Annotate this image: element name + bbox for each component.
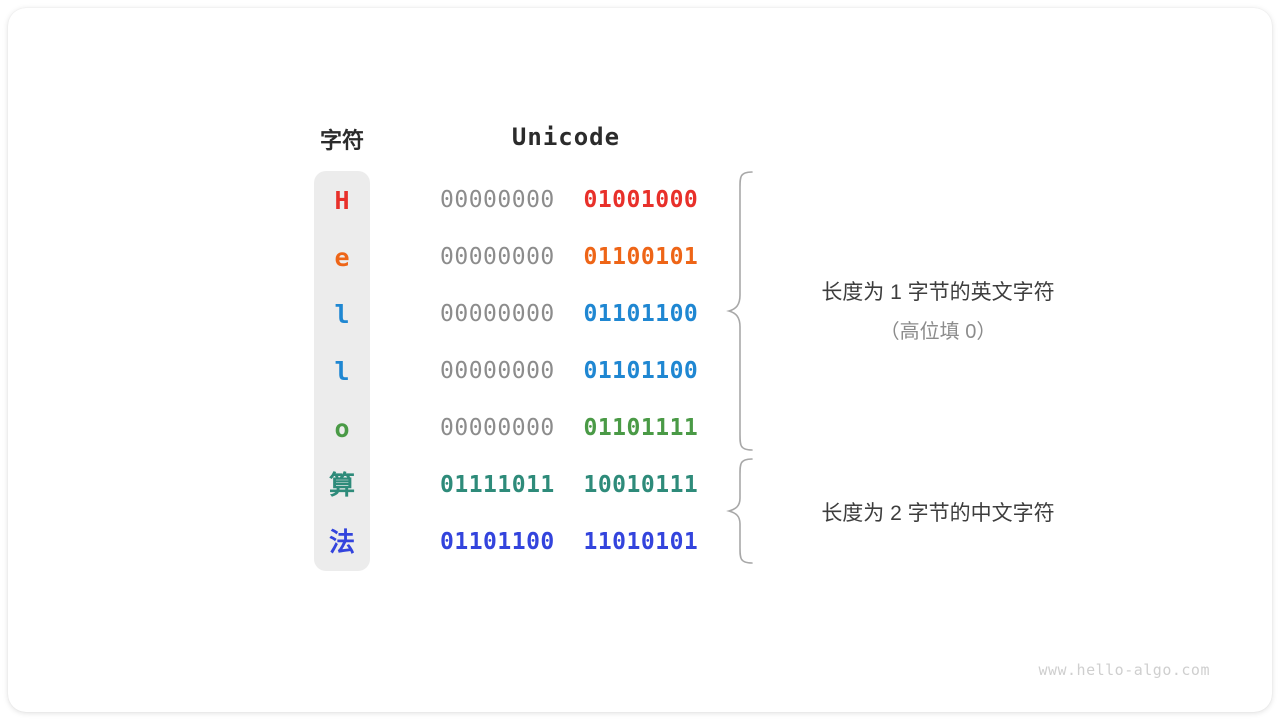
byte-separator [555,187,584,213]
annotation-chinese: 长度为 2 字节的中文字符 [768,497,1108,527]
high-byte: 01101100 [440,529,555,555]
low-byte: 01100101 [583,244,699,270]
byte-separator [555,244,584,270]
table-row: l 00000000 01101100 [314,286,714,343]
byte-separator [555,415,584,441]
low-byte: 01101111 [583,415,699,441]
column-header-character: 字符 [319,128,364,153]
row-character: 法 [328,527,355,557]
annotation-english-line1: 长度为 1 字节的英文字符 [821,281,1055,304]
table-row: l 00000000 01101100 [314,343,714,400]
table-row: 法 01101100 11010101 [314,514,714,571]
table-row: 算 01111011 10010111 [314,457,714,514]
row-character: e [334,243,350,272]
row-character: 算 [328,470,355,500]
high-byte: 00000000 [440,244,555,270]
low-byte: 11010101 [583,529,699,555]
brace-chinese-group [726,456,756,566]
row-character: l [334,357,350,386]
watermark: www.hello-algo.com [1038,661,1210,679]
low-byte: 01001000 [583,187,699,213]
byte-separator [555,529,584,555]
character-column-panel [314,171,370,571]
row-character: H [334,186,350,215]
high-byte: 00000000 [440,415,555,441]
row-character: l [334,300,350,329]
row-unicode-bits: 00000000 01101100 [440,286,698,343]
low-byte: 01101100 [583,358,699,384]
byte-separator [555,358,584,384]
row-unicode-bits: 00000000 01001000 [440,172,698,229]
low-byte: 01101100 [583,301,699,327]
byte-separator [555,301,584,327]
annotation-english-line2: （高位填 0） [879,321,997,343]
high-byte: 00000000 [440,301,555,327]
high-byte: 01111011 [440,472,555,498]
annotation-chinese-line1: 长度为 2 字节的中文字符 [821,502,1055,525]
annotation-english: 长度为 1 字节的英文字符 （高位填 0） [768,276,1108,344]
high-byte: 00000000 [440,358,555,384]
low-byte: 10010111 [583,472,699,498]
row-unicode-bits: 00000000 01101100 [440,343,698,400]
diagram-card: 字符 Unicode H 00000000 01001000 e 00000000 0… [8,8,1272,712]
table-row: H 00000000 01001000 [314,172,714,229]
byte-separator [555,472,584,498]
row-unicode-bits: 01111011 10010111 [440,457,698,514]
row-unicode-bits: 01101100 11010101 [440,514,698,571]
column-header-unicode: Unicode [511,123,621,151]
row-character: o [334,414,350,443]
table-row: o 00000000 01101111 [314,400,714,457]
high-byte: 00000000 [440,187,555,213]
row-unicode-bits: 00000000 01101111 [440,400,698,457]
row-unicode-bits: 00000000 01100101 [440,229,698,286]
table-row: e 00000000 01100101 [314,229,714,286]
brace-english-group [726,169,756,453]
